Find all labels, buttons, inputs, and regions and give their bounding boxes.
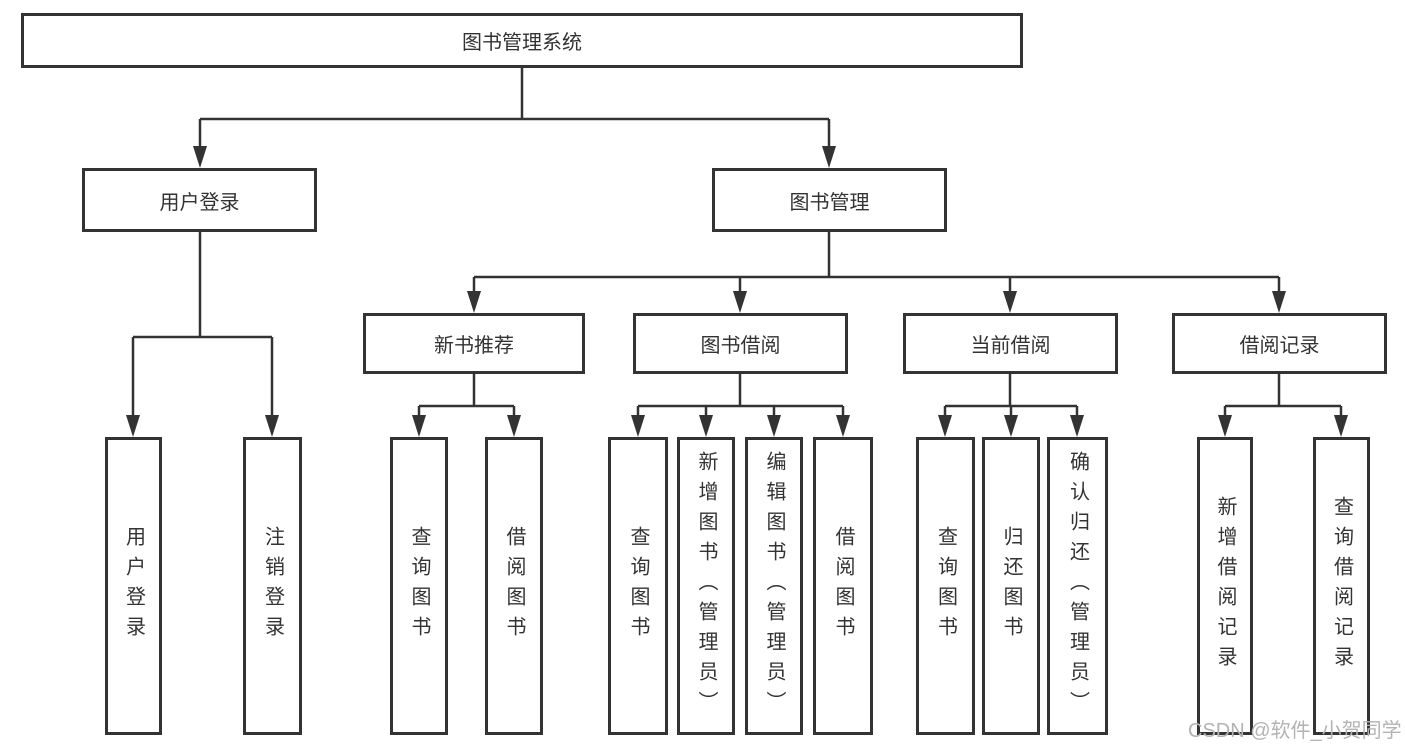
node-user-login: 用户登录 xyxy=(82,168,317,232)
leaf-user-login: 用户登录 xyxy=(105,437,162,735)
leaf-confirm-return-admin: 确认归还（管理员） xyxy=(1047,437,1108,735)
leaf-add-books-admin: 新增图书（管理员） xyxy=(677,437,735,735)
leaf-query-books-current-label: 查询图书 xyxy=(934,526,957,646)
leaf-confirm-return-admin-label: 确认归还（管理员） xyxy=(1066,451,1089,721)
arrow-down-icon xyxy=(836,415,850,437)
leaf-query-books-borrow-label: 查询图书 xyxy=(627,526,649,646)
arrow-down-icon xyxy=(1004,415,1018,437)
leaf-return-books: 归还图书 xyxy=(982,437,1040,735)
node-book-management: 图书管理 xyxy=(712,168,947,232)
arrow-down-icon xyxy=(822,146,836,168)
arrow-down-icon xyxy=(507,415,521,437)
leaf-borrow-books-recommend-label: 借阅图书 xyxy=(503,526,525,646)
leaf-add-books-admin-label: 新增图书（管理员） xyxy=(695,451,717,721)
node-book-management-label: 图书管理 xyxy=(789,191,870,214)
arrow-down-icon xyxy=(1334,415,1348,437)
leaf-logout-label: 注销登录 xyxy=(261,526,284,646)
node-borrow-records-label: 借阅记录 xyxy=(1239,335,1320,357)
node-new-book-recommend-label: 新书推荐 xyxy=(434,335,514,357)
leaf-query-borrow-record-label: 查询借阅记录 xyxy=(1330,496,1353,676)
node-borrow-records: 借阅记录 xyxy=(1172,313,1387,374)
leaf-query-borrow-record: 查询借阅记录 xyxy=(1313,437,1370,735)
leaf-query-books-recommend: 查询图书 xyxy=(390,437,448,735)
node-book-borrow-label: 图书借阅 xyxy=(700,335,781,357)
arrow-down-icon xyxy=(265,415,279,437)
leaf-add-borrow-record-label: 新增借阅记录 xyxy=(1214,496,1236,676)
arrow-down-icon xyxy=(631,415,645,437)
arrow-down-icon xyxy=(126,415,140,437)
leaf-borrow-books-borrow: 借阅图书 xyxy=(813,437,873,735)
arrow-down-icon xyxy=(767,415,781,437)
connector-path xyxy=(131,68,1343,419)
node-root-label: 图书管理系统 xyxy=(462,32,582,54)
arrow-down-icon xyxy=(1003,291,1017,313)
leaf-query-books-recommend-label: 查询图书 xyxy=(408,526,430,646)
leaf-query-books-current: 查询图书 xyxy=(916,437,975,735)
leaf-return-books-label: 归还图书 xyxy=(1000,526,1022,646)
arrow-down-icon xyxy=(1218,415,1232,437)
node-new-book-recommend: 新书推荐 xyxy=(363,313,585,374)
leaf-query-books-borrow: 查询图书 xyxy=(608,437,668,735)
node-book-borrow: 图书借阅 xyxy=(633,313,848,374)
node-current-borrow-label: 当前借阅 xyxy=(970,335,1051,357)
arrow-down-icon xyxy=(193,146,207,168)
arrow-down-icon xyxy=(733,291,747,313)
leaf-edit-books-admin: 编辑图书（管理员） xyxy=(745,437,803,735)
arrow-down-icon xyxy=(1070,415,1084,437)
node-current-borrow: 当前借阅 xyxy=(903,313,1118,374)
arrow-down-icon xyxy=(467,291,481,313)
arrow-down-icon xyxy=(412,415,426,437)
node-root: 图书管理系统 xyxy=(21,13,1023,68)
leaf-logout: 注销登录 xyxy=(243,437,302,735)
leaf-add-borrow-record: 新增借阅记录 xyxy=(1197,437,1253,735)
leaf-user-login-label: 用户登录 xyxy=(122,526,145,646)
leaf-borrow-books-recommend: 借阅图书 xyxy=(485,437,543,735)
watermark: CSDN @软件_小贺同学 xyxy=(1188,720,1402,742)
leaf-borrow-books-borrow-label: 借阅图书 xyxy=(832,526,854,646)
arrow-down-icon xyxy=(1272,291,1286,313)
node-user-login-label: 用户登录 xyxy=(159,191,240,214)
arrow-down-icon xyxy=(938,415,952,437)
leaf-edit-books-admin-label: 编辑图书（管理员） xyxy=(763,451,785,721)
arrow-down-icon xyxy=(699,415,713,437)
